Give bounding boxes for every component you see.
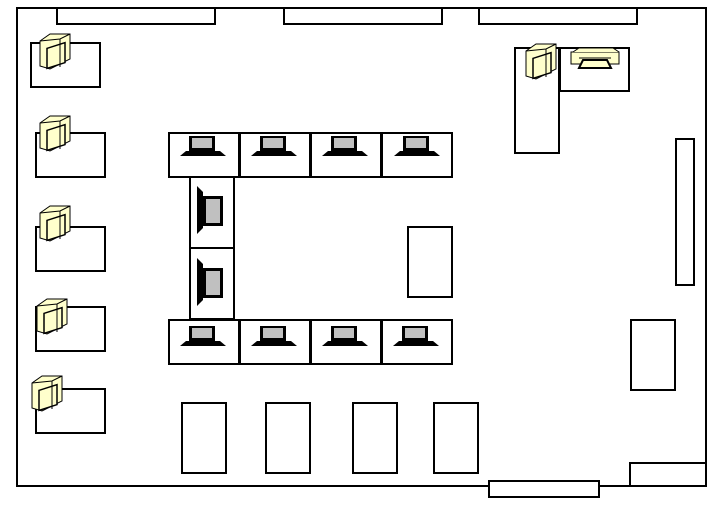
table [352, 402, 398, 474]
table [630, 319, 676, 391]
monitor-icon [522, 41, 560, 88]
door [488, 480, 600, 498]
monitor-icon [36, 31, 74, 78]
laptop-icon [391, 324, 441, 353]
laptop-icon [178, 134, 228, 163]
laptop-icon [178, 324, 228, 353]
laptop-icon [392, 134, 442, 163]
laptop-icon [320, 324, 370, 353]
laptop-icon [320, 134, 370, 163]
laptop-icon [249, 324, 299, 353]
laptop-icon [249, 134, 299, 163]
laptop-icon [193, 256, 227, 313]
monitor-icon [36, 203, 74, 250]
window [283, 7, 443, 25]
laptop-icon [193, 184, 227, 241]
cabinet [629, 462, 707, 487]
table [181, 402, 227, 474]
window [478, 7, 638, 25]
window [56, 7, 216, 25]
monitor-icon [28, 373, 66, 420]
printer-icon [569, 46, 621, 77]
shelf [675, 138, 695, 286]
table [407, 226, 453, 298]
table [433, 402, 479, 474]
monitor-icon [33, 296, 71, 343]
monitor-icon [36, 113, 74, 160]
table [265, 402, 311, 474]
